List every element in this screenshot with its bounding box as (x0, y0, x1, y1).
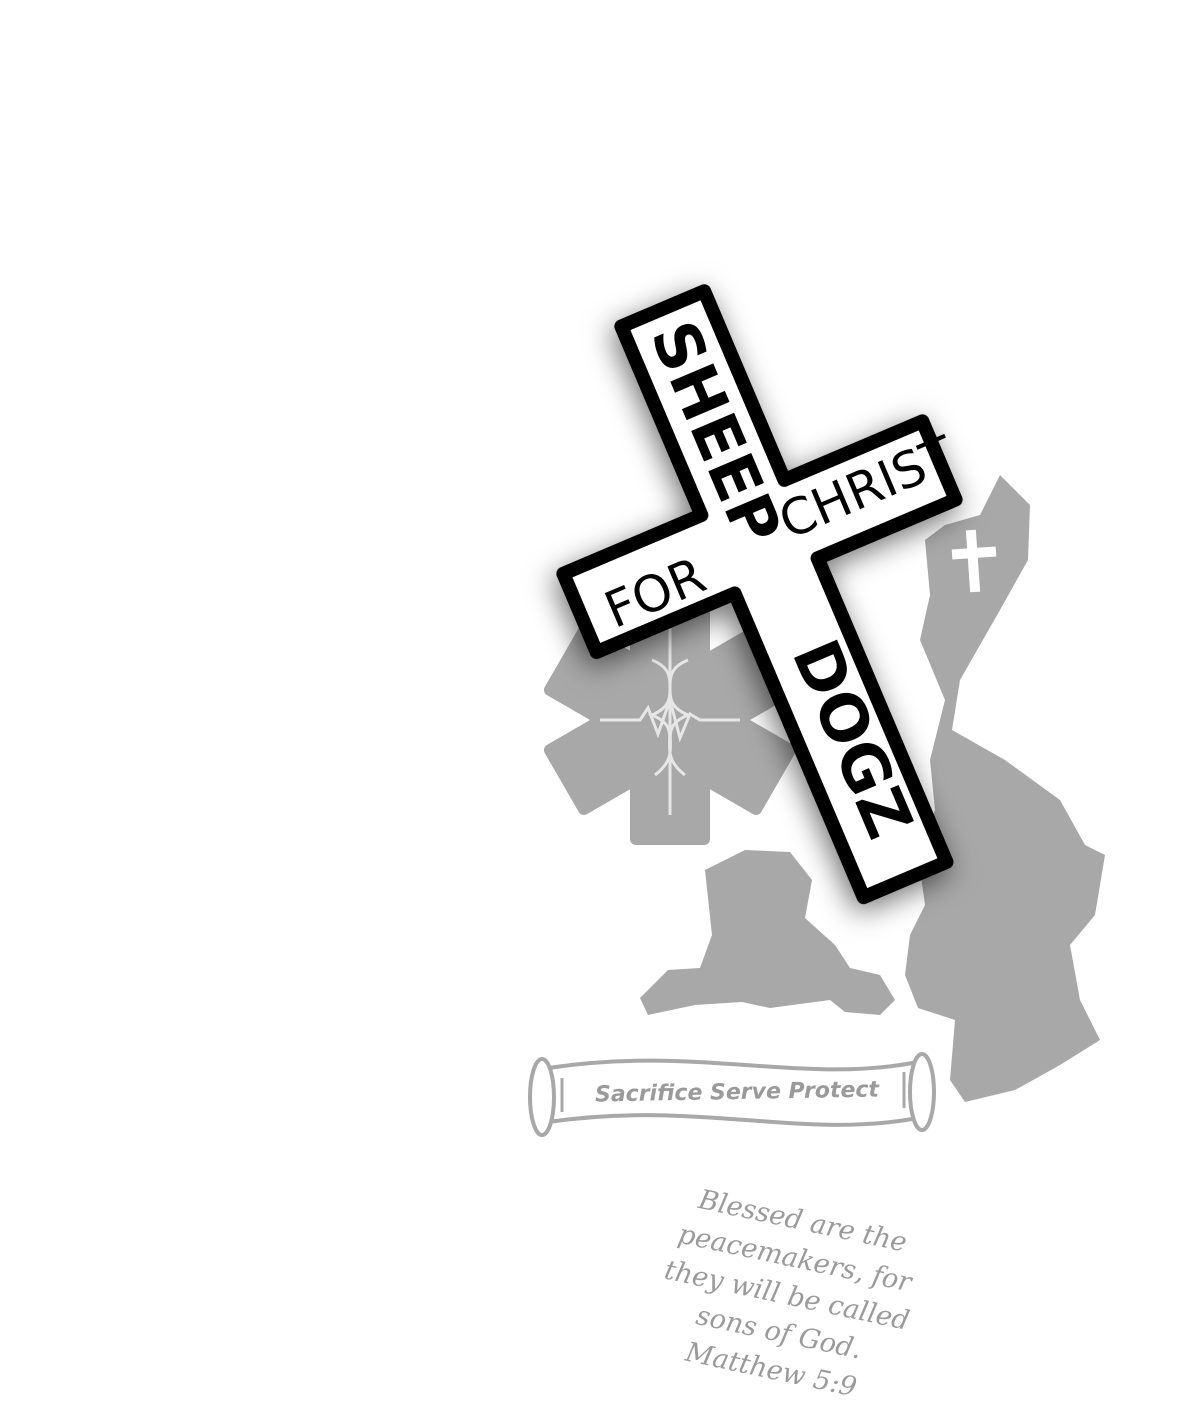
star-of-life-icon (543, 595, 797, 845)
scroll-banner-icon: Sacrifice Serve Protect (528, 1052, 936, 1137)
banner-text: Sacrifice Serve Protect (595, 1077, 881, 1107)
kneeling-soldier-icon (640, 850, 895, 1015)
logo-cross (556, 284, 963, 905)
firefighter-icon (905, 475, 1105, 1102)
cross-icon (951, 529, 997, 593)
